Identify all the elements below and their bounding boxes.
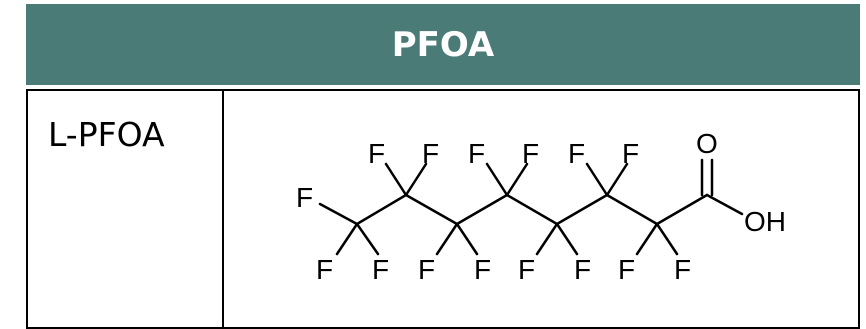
- compound-table: PFOA L-PFOA: [26, 0, 860, 329]
- bond: [455, 222, 479, 256]
- bond: [318, 202, 359, 226]
- atom-label-f: F: [674, 254, 691, 285]
- bond: [705, 193, 744, 216]
- atom-label-f: F: [574, 254, 591, 285]
- bond: [355, 193, 408, 226]
- atom-label-f: F: [618, 254, 635, 285]
- bond: [635, 222, 659, 256]
- bond: [485, 162, 509, 197]
- compound-name: L-PFOA: [48, 115, 165, 154]
- bond: [605, 193, 659, 226]
- atom-label-oh: OH: [744, 206, 786, 237]
- atom-label-f: F: [622, 138, 639, 169]
- bond: [585, 162, 609, 197]
- bond: [355, 222, 380, 256]
- bond: [555, 222, 579, 256]
- compound-name-cell: L-PFOA: [28, 91, 224, 327]
- bond: [555, 193, 609, 226]
- bond: [505, 162, 529, 197]
- bond: [335, 222, 359, 256]
- atom-label-f: F: [422, 138, 439, 169]
- bond: [505, 193, 559, 226]
- atom-label-f: F: [518, 254, 535, 285]
- atom-label-f: F: [468, 138, 485, 169]
- bond: [655, 222, 679, 256]
- atom-label-f: F: [372, 254, 389, 285]
- atom-label-f: F: [368, 138, 385, 169]
- bond: [535, 222, 559, 256]
- bond: [605, 162, 629, 197]
- bond: [404, 193, 459, 226]
- bond: [655, 193, 709, 226]
- bond: [455, 193, 509, 226]
- atom-label-f: F: [568, 138, 585, 169]
- atom-label-f: F: [418, 254, 435, 285]
- atom-label-o: O: [696, 128, 718, 159]
- atom-label-f: F: [474, 254, 491, 285]
- atom-label-f: F: [316, 254, 333, 285]
- atom-label-f: F: [522, 138, 539, 169]
- header-title: PFOA: [391, 24, 495, 65]
- atom-label-f: F: [296, 182, 313, 213]
- bond: [435, 222, 459, 256]
- bond: [404, 162, 428, 197]
- bond: [384, 162, 408, 197]
- table-header: PFOA: [26, 4, 860, 85]
